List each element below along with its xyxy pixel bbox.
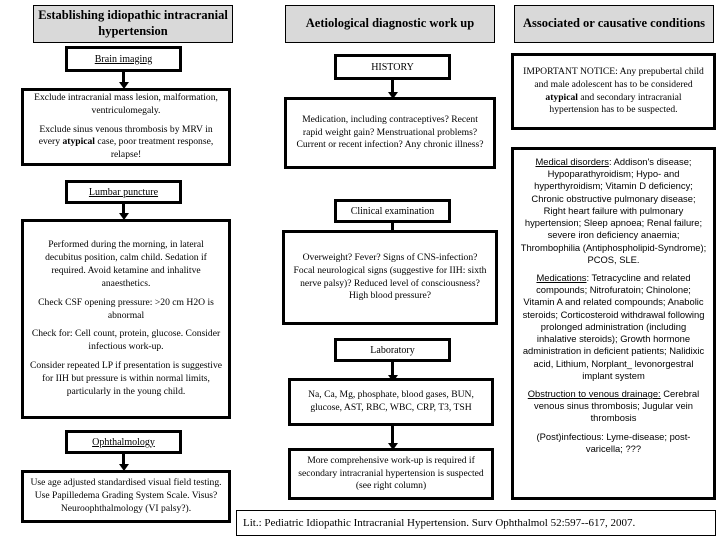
detail-line: Consider repeated LP if presentation is … [30, 360, 223, 398]
arrow-laboratory-to-detail [387, 362, 398, 382]
detail-line: Use age adjusted standardised visual fie… [30, 477, 222, 514]
detail-line: Performed during the morning, in lateral… [45, 238, 207, 289]
arrow-brain-imaging-to-exclude [118, 72, 129, 89]
detail-laboratory: Na, Ca, Mg, phosphate, blood gases, BUN,… [288, 378, 494, 426]
arrow-history-to-detail [387, 80, 398, 99]
detail-clinical-examination: Overweight? Fever? Signs of CNS-infectio… [282, 230, 498, 325]
column-header-aetiological: Aetiological diagnostic work up [285, 5, 495, 43]
detail-line: Overweight? Fever? Signs of CNS-infectio… [293, 251, 487, 302]
detail-brain-imaging: Exclude intracranial mass lesion, malfor… [21, 88, 231, 166]
detail-line: More comprehensive work-up is required i… [298, 454, 484, 492]
arrow-ophthalmology-to-detail [118, 454, 129, 471]
detail-lumbar-puncture: Performed during the morning, in lateral… [21, 219, 231, 419]
detail-history: Medication, including contraceptives? Re… [284, 97, 496, 169]
step-brain-imaging[interactable]: Brain imaging [65, 46, 182, 72]
column-header-establishing: Establishing idiopathic intracranial hyp… [33, 5, 233, 43]
detail-line: Check CSF opening pressure: >20 cm H2O i… [38, 296, 214, 321]
step-ophthalmology[interactable]: Ophthalmology [65, 430, 182, 454]
notice-important: IMPORTANT NOTICE: Any prepubertal child … [511, 53, 716, 130]
associated-conditions-list: Medical disorders: Addison's disease; Hy… [511, 147, 716, 500]
list-group-medications: Medications: Tetracycline and related co… [522, 271, 705, 381]
step-history-label: HISTORY [371, 61, 414, 73]
step-clinical-examination[interactable]: Clinical examination [334, 199, 451, 223]
step-laboratory-label: Laboratory [370, 344, 415, 356]
step-lumbar-puncture[interactable]: Lumbar puncture [65, 180, 182, 204]
citation-bar: Lit.: Pediatric Idiopathic Intracranial … [236, 510, 716, 536]
citation-text: Lit.: Pediatric Idiopathic Intracranial … [243, 517, 636, 529]
step-clinical-examination-label: Clinical examination [350, 205, 435, 217]
column-header-associated: Associated or causative conditions [514, 5, 714, 43]
arrow-laboratory-to-comprehensive [387, 426, 398, 450]
detail-comprehensive-workup: More comprehensive work-up is required i… [288, 448, 494, 500]
notice-text: IMPORTANT NOTICE: Any prepubertal child … [523, 65, 704, 116]
list-group-venous-obstruction: Obstruction to venous drainage: Cerebral… [527, 387, 700, 424]
detail-line: Medication, including contraceptives? Re… [296, 113, 484, 151]
step-history[interactable]: HISTORY [334, 54, 451, 80]
detail-line: Na, Ca, Mg, phosphate, blood gases, BUN,… [308, 389, 474, 413]
detail-line: Check for: Cell count, protein, glucose.… [31, 328, 221, 353]
step-ophthalmology-label: Ophthalmology [92, 436, 155, 448]
detail-ophthalmology: Use age adjusted standardised visual fie… [21, 470, 231, 523]
list-group-medical-disorders: Medical disorders: Addison's disease; Hy… [520, 156, 707, 265]
detail-line: Exclude sinus venous thrombosis by MRV i… [38, 123, 214, 161]
arrow-lumbar-to-detail [118, 204, 129, 220]
step-laboratory[interactable]: Laboratory [334, 338, 451, 362]
detail-line: Exclude intracranial mass lesion, malfor… [34, 91, 218, 116]
step-brain-imaging-label: Brain imaging [94, 53, 153, 65]
list-group-postinfectious: (Post)infectious: Lyme-disease; post-var… [536, 430, 691, 454]
step-lumbar-puncture-label: Lumbar puncture [88, 186, 159, 198]
